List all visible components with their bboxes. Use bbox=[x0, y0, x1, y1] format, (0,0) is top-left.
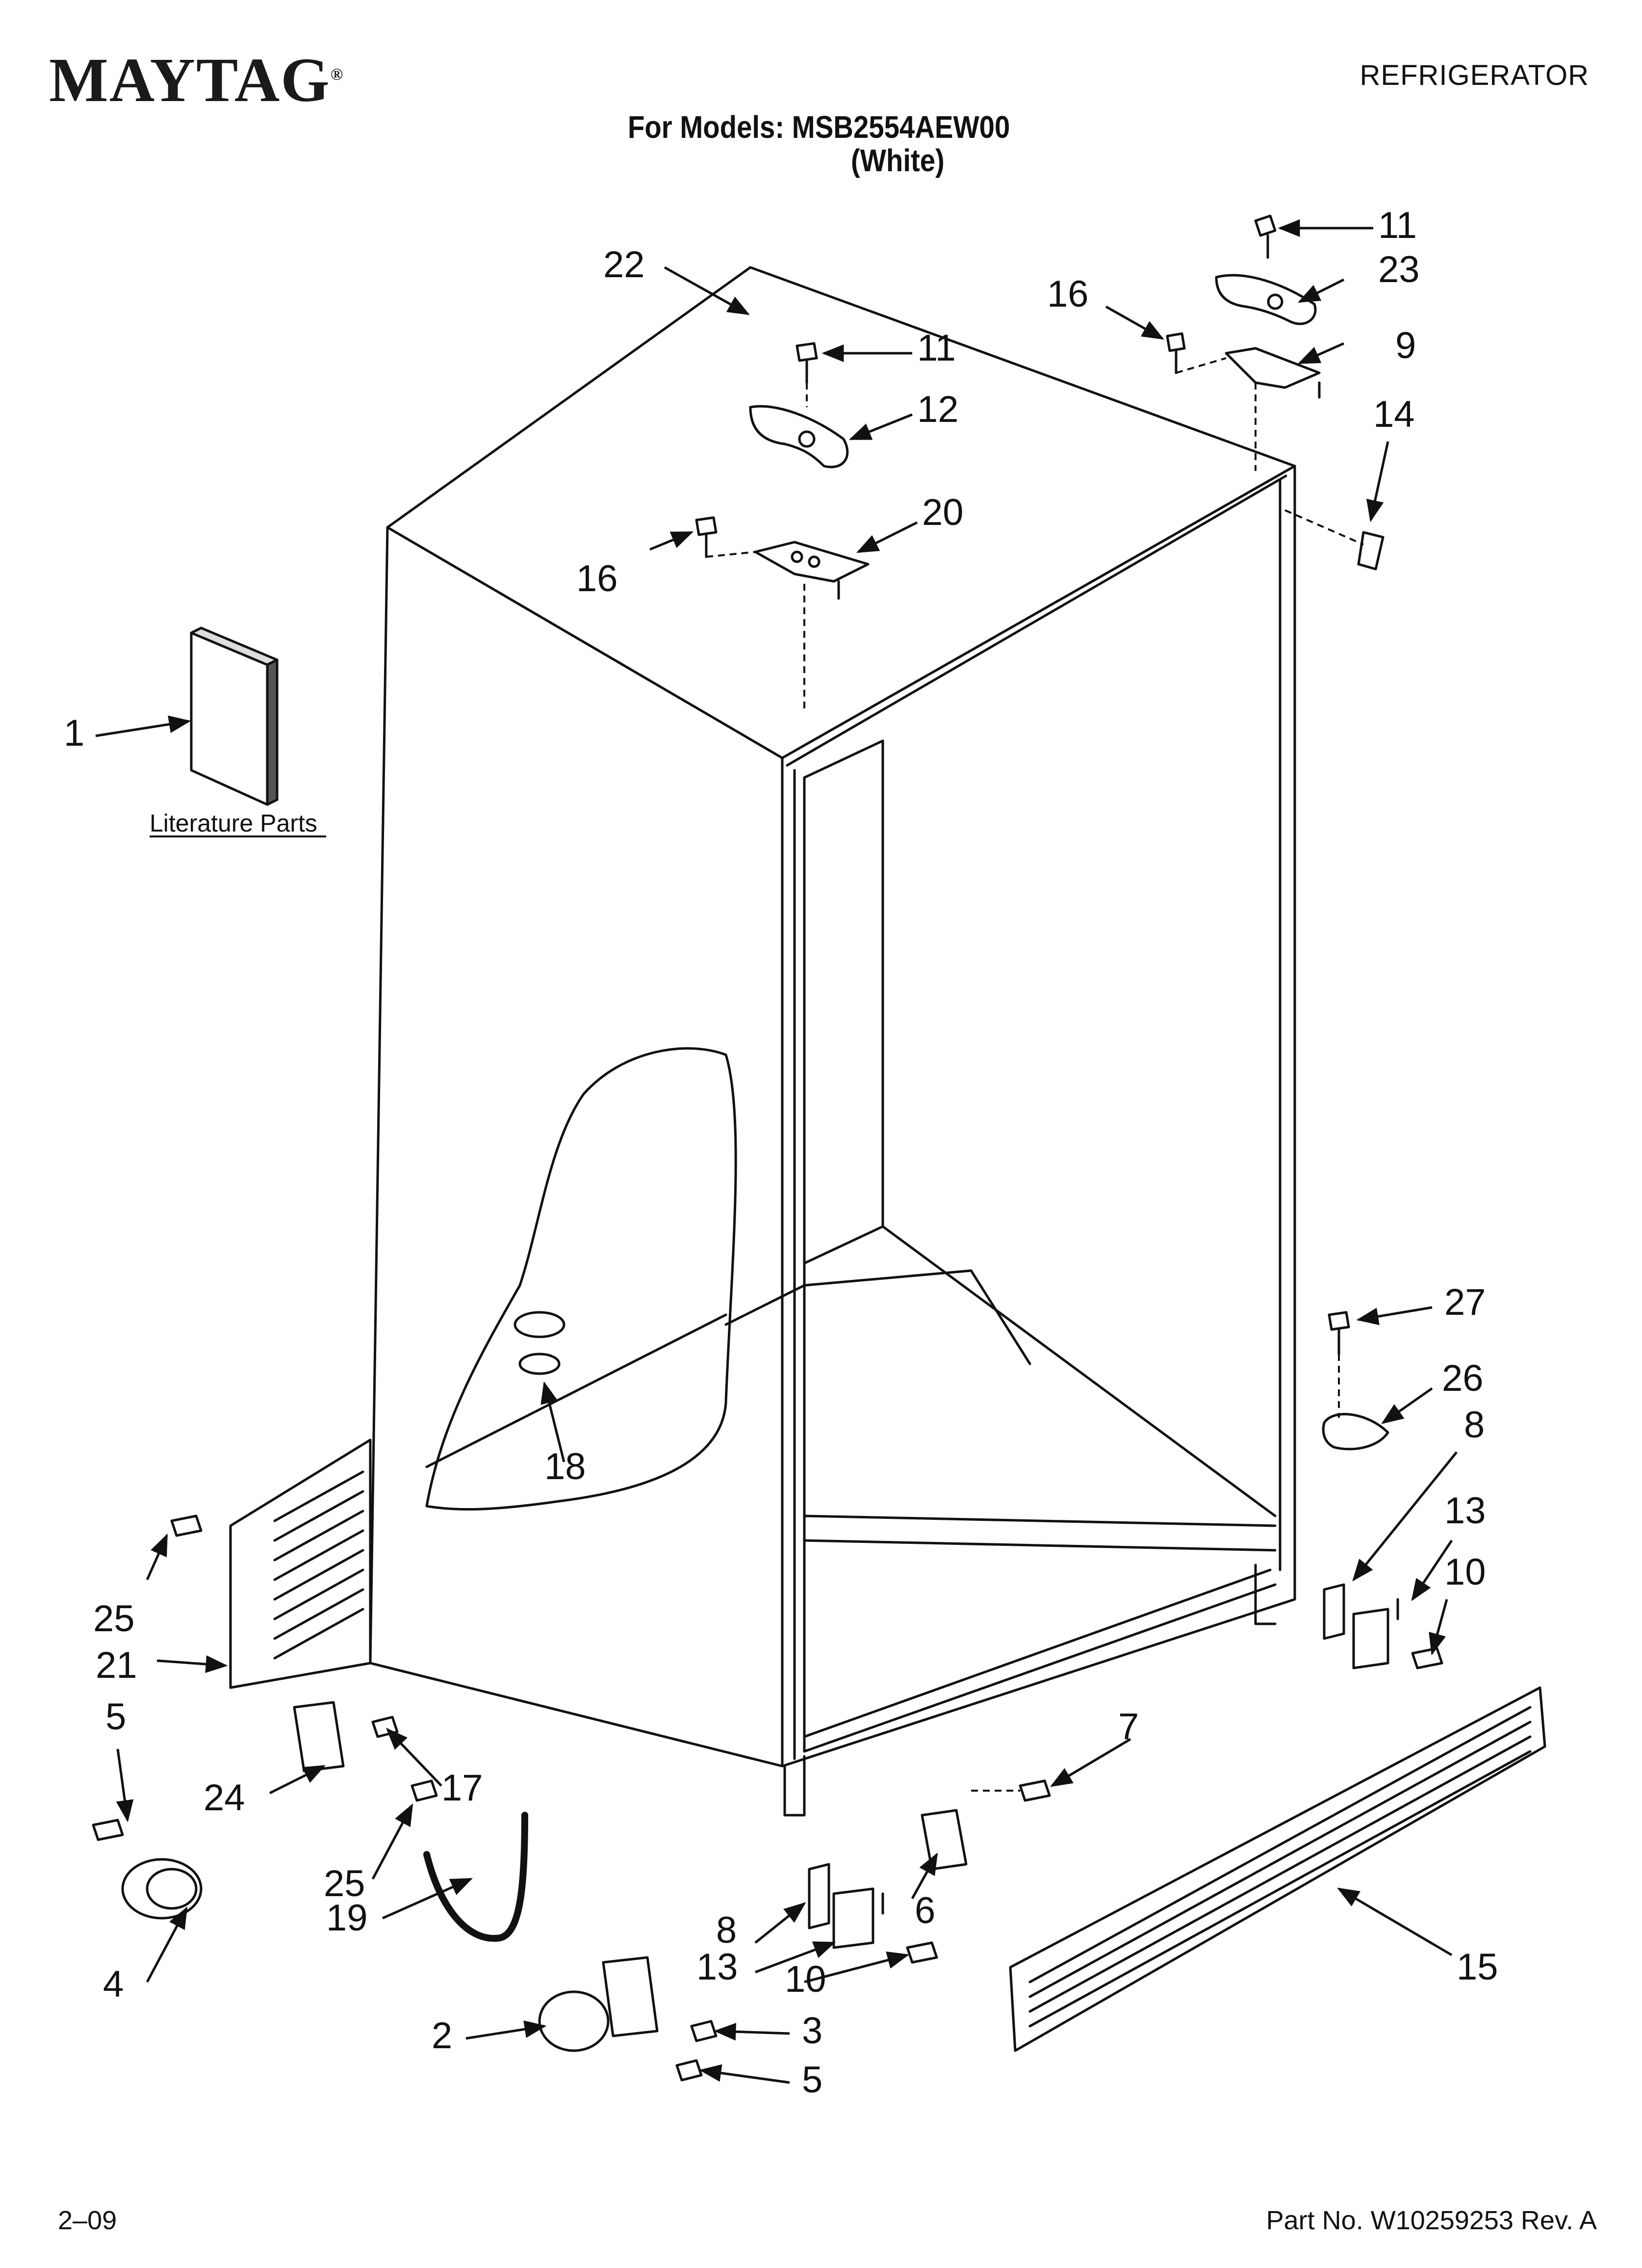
callout-9: 9 bbox=[1395, 325, 1416, 366]
callout-24: 24 bbox=[204, 1777, 245, 1819]
screw-7 bbox=[1019, 1779, 1051, 1802]
brand-logo: MAYTAG® bbox=[49, 44, 344, 116]
callout-4: 4 bbox=[103, 1963, 124, 2005]
literature-parts-book bbox=[190, 626, 279, 806]
callout-1: 1 bbox=[64, 712, 84, 754]
screw-25-lower bbox=[410, 1779, 438, 1802]
screw-11-upper bbox=[1254, 214, 1277, 259]
screw-17 bbox=[371, 1716, 399, 1738]
water-line-19 bbox=[423, 1812, 528, 1942]
callout-5-lower: 5 bbox=[802, 2059, 822, 2101]
rear-grille-21 bbox=[229, 1438, 372, 1689]
callout-6: 6 bbox=[915, 1890, 935, 1931]
top-hinge-20 bbox=[754, 541, 870, 600]
callout-17: 17 bbox=[441, 1767, 483, 1809]
brand-name: MAYTAG bbox=[49, 45, 331, 115]
base-grille-15 bbox=[1009, 1686, 1546, 2052]
top-hinge-9 bbox=[1225, 347, 1321, 399]
callout-11-center: 11 bbox=[917, 327, 956, 369]
callout-26: 26 bbox=[1442, 1357, 1484, 1399]
callout-labels: 1 2 3 4 5 5 6 7 8 8 9 10 10 11 11 12 13 … bbox=[64, 205, 1498, 2101]
screw-25-left bbox=[170, 1514, 203, 1537]
top-hinge-cover-23 bbox=[1215, 274, 1317, 325]
callout-13-center: 13 bbox=[696, 1946, 738, 1988]
screw-10-center bbox=[906, 1941, 938, 1964]
callout-8-center: 8 bbox=[716, 1909, 737, 1951]
roller-assembly-4 bbox=[121, 1858, 203, 1920]
callout-7: 7 bbox=[1118, 1706, 1139, 1747]
callout-3: 3 bbox=[802, 2010, 822, 2052]
bottom-hinge-right bbox=[1323, 1583, 1443, 1669]
callout-27: 27 bbox=[1444, 1281, 1486, 1323]
hinge-pin-14 bbox=[1357, 531, 1385, 571]
screw-11-center bbox=[795, 342, 818, 384]
callout-25-left: 25 bbox=[93, 1598, 135, 1640]
screw-16-center bbox=[695, 516, 718, 558]
callout-5-left: 5 bbox=[105, 1696, 126, 1738]
models-line: For Models: MSB2554AEW00 bbox=[628, 109, 1010, 145]
callout-15: 15 bbox=[1457, 1946, 1498, 1988]
screw-27 bbox=[1328, 1311, 1350, 1356]
callout-14: 14 bbox=[1373, 393, 1415, 435]
document-type: REFRIGERATOR bbox=[1360, 59, 1589, 91]
callout-21: 21 bbox=[96, 1644, 137, 1686]
part-number: Part No. W10259253 Rev. A bbox=[1266, 2206, 1597, 2235]
bracket-26 bbox=[1322, 1413, 1389, 1451]
screw-3 bbox=[690, 2020, 718, 2042]
callout-11-upper: 11 bbox=[1378, 205, 1417, 246]
screw-16-right bbox=[1166, 332, 1186, 374]
callout-2: 2 bbox=[432, 2015, 452, 2057]
callout-13-right: 13 bbox=[1444, 1490, 1486, 1532]
bottom-hinge-center bbox=[808, 1863, 884, 1949]
callout-23: 23 bbox=[1378, 249, 1420, 290]
callout-10-center: 10 bbox=[785, 1958, 826, 2000]
callout-16-center: 16 bbox=[576, 558, 618, 600]
registered-mark: ® bbox=[330, 65, 344, 84]
callout-8-right: 8 bbox=[1464, 1404, 1485, 1446]
literature-parts-label: Literature Parts bbox=[150, 809, 317, 837]
callout-19: 19 bbox=[326, 1897, 368, 1939]
cabinet-body bbox=[369, 266, 1296, 1817]
top-hinge-cover-12 bbox=[749, 405, 849, 469]
color-line: (White) bbox=[851, 143, 945, 178]
callout-25-lower: 25 bbox=[324, 1863, 365, 1904]
revision-date: 2–09 bbox=[58, 2206, 117, 2235]
callout-18: 18 bbox=[544, 1446, 586, 1487]
callout-16-right: 16 bbox=[1047, 273, 1089, 315]
bracket-24 bbox=[293, 1701, 345, 1773]
drain-18 bbox=[513, 1311, 565, 1375]
roller-assembly-2 bbox=[538, 1956, 659, 2052]
callout-22: 22 bbox=[603, 244, 645, 286]
screw-5-lower bbox=[675, 2059, 703, 2082]
callout-12: 12 bbox=[917, 389, 959, 430]
callout-20: 20 bbox=[922, 492, 964, 533]
grille-clip-6 bbox=[921, 1809, 968, 1871]
callout-10-right: 10 bbox=[1444, 1551, 1486, 1593]
screw-5-left bbox=[92, 1819, 124, 1841]
